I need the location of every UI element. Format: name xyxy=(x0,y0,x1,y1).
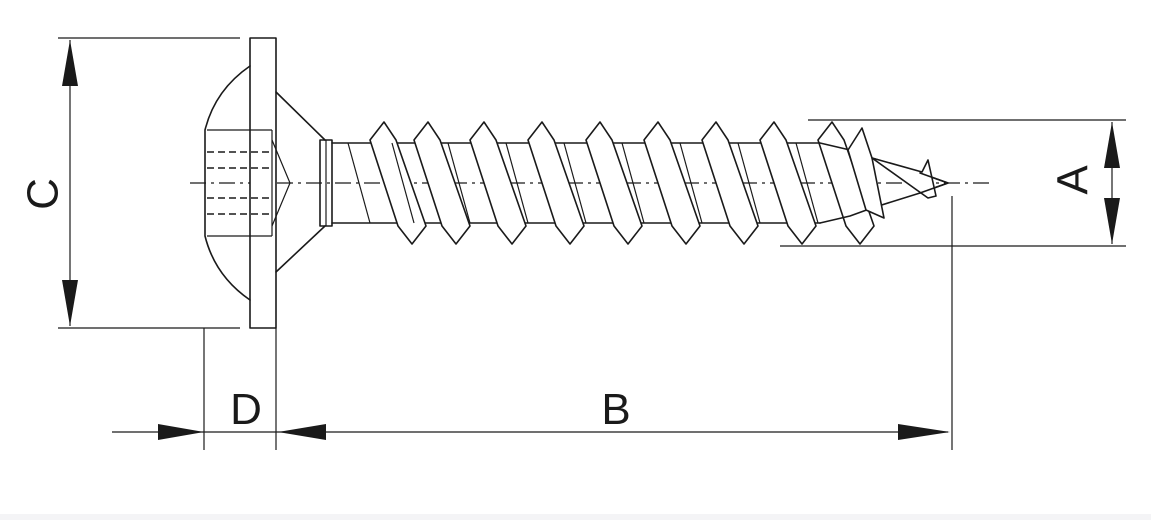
countersink-top xyxy=(275,91,326,141)
thread-root-line xyxy=(391,142,415,224)
dimension-b-arrow-right xyxy=(898,424,950,440)
thread-root-line xyxy=(563,142,587,224)
thread-root-line xyxy=(621,142,645,224)
thread-flight xyxy=(817,121,875,245)
tip-flight-2 xyxy=(871,157,937,199)
footer-band xyxy=(0,514,1151,520)
thread-flight xyxy=(759,121,817,245)
dimension-a-arrow-top xyxy=(1104,122,1120,168)
dimension-c-arrow-top xyxy=(62,40,78,86)
label-a: A xyxy=(1049,165,1098,195)
thread-flight xyxy=(413,121,471,245)
thread-flight xyxy=(585,121,643,245)
dimension-c-arrow-bottom xyxy=(62,280,78,326)
thread-root-line xyxy=(737,142,761,224)
thread-root-line xyxy=(795,142,819,224)
countersink-bottom xyxy=(275,225,326,273)
screw-tip xyxy=(819,127,949,224)
thread-flight xyxy=(643,121,701,245)
thread-root-line xyxy=(505,142,529,224)
head-flange xyxy=(249,37,277,329)
thread-flight xyxy=(701,121,759,245)
extension-lines xyxy=(58,37,1126,450)
thread-root-line xyxy=(347,142,371,224)
dimension-b-arrow-left xyxy=(278,424,326,440)
screw-neck xyxy=(319,139,333,227)
thread-flight xyxy=(469,121,527,245)
thread-root-line xyxy=(447,142,471,224)
dimension-d-arrow xyxy=(158,424,204,440)
label-d: D xyxy=(230,385,262,434)
label-b: B xyxy=(601,385,630,434)
drive-recess xyxy=(207,129,291,237)
screw-shank xyxy=(331,121,875,245)
dimension-a-arrow-bottom xyxy=(1104,198,1120,244)
tip-flight-1 xyxy=(847,127,885,219)
thread-flight xyxy=(527,121,585,245)
screw-head xyxy=(204,37,333,329)
tip-point xyxy=(919,172,949,194)
threads xyxy=(347,121,875,245)
thread-root-line xyxy=(679,142,703,224)
label-c: C xyxy=(19,178,68,210)
dimension-lines xyxy=(62,40,1120,440)
head-dome xyxy=(204,65,251,301)
